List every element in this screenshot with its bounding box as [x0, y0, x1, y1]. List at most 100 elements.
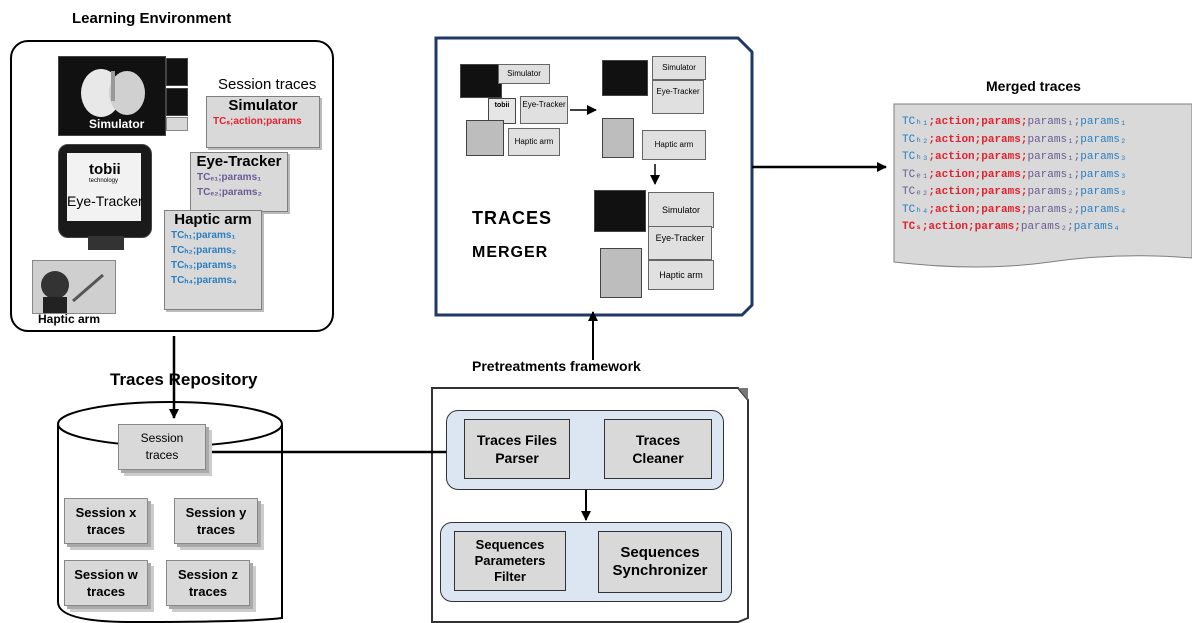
merged-line-action: ;action; — [928, 168, 982, 181]
mini-eye-doc-3: Eye-Tracker — [648, 226, 712, 260]
merged-line-params-red: params — [981, 186, 1021, 198]
merged-line-action: ;action; — [928, 151, 982, 163]
merged-line: TCₕ₁;action;params;params₁;params₁ — [894, 114, 1192, 132]
haptic-doc-line: TCₕ₃;params₃ — [171, 260, 237, 271]
merged-line-sep: ; — [1020, 186, 1028, 198]
merged-line-tc: TCₕ₂ — [902, 133, 929, 146]
merged-line-action: ;action; — [928, 116, 982, 128]
merged-line-action: ;action; — [928, 203, 982, 216]
session-traces-label: Session traces — [218, 76, 317, 93]
merged-line-action: ;action; — [928, 133, 982, 146]
lung-icon — [81, 69, 145, 117]
merged-line-sep: ; — [1020, 168, 1028, 181]
simulator-doc-title: Simulator — [228, 97, 298, 114]
merged-line-params-red: params — [981, 151, 1021, 163]
eyetracker-doc-title: Eye-Tracker — [196, 153, 282, 170]
simulator-doc-line: TCₛ;action;params — [213, 116, 302, 127]
mini-haptic-image-2 — [602, 118, 634, 158]
haptic-doc-line: TCₕ₂;params₂ — [171, 245, 237, 256]
framework-shadow — [738, 388, 748, 400]
mini-eye-doc-2: Eye-Tracker — [652, 80, 704, 114]
merged-line-sep2: ; — [1073, 168, 1081, 181]
merged-line: TCₕ₃;action;params;params₁;params₃ — [894, 149, 1192, 167]
merged-line-action: ;action; — [921, 221, 975, 233]
merged-line-p1: params₁ — [1027, 168, 1074, 181]
merged-line-sep2: ; — [1073, 133, 1081, 146]
eyetracker-doc-line: TCₑ₁;params₁ — [197, 172, 262, 183]
mini-simulator-image-3 — [594, 190, 646, 232]
merger-title-1: TRACES — [472, 208, 553, 228]
haptic-doc: Haptic arm TCₕ₁;params₁ TCₕ₂;params₂ TCₕ… — [164, 210, 262, 310]
haptic-image — [32, 260, 116, 314]
merged-line: TCₛ;action;params;params₂;params₄ — [894, 219, 1192, 237]
simulator-thumb-1 — [166, 58, 188, 86]
framework-title: Pretreatments framework — [472, 358, 641, 374]
merged-line: TCₑ₂;action;params;params₂;params₃ — [894, 184, 1192, 202]
merged-line-params-red: params — [981, 168, 1021, 181]
mini-haptic-doc-3: Haptic arm — [648, 260, 714, 290]
mini-simulator-image — [460, 64, 502, 98]
current-session-doc: Session traces — [118, 424, 206, 470]
simulator-doc: Simulator TCₛ;action;params — [206, 96, 320, 148]
tobii-sub: technology — [89, 178, 119, 184]
merged-line: TCₑ₁;action;params;params₁;params₃ — [894, 167, 1192, 185]
merged-line: TCₕ₂;action;params;params₁;params₂ — [894, 132, 1192, 150]
filter-box: Sequences Parameters Filter — [454, 531, 566, 591]
session-label-x: Session x traces — [75, 505, 137, 537]
haptic-doc-title: Haptic arm — [174, 211, 252, 228]
merged-line-sep: ; — [1020, 203, 1028, 216]
mini-simulator-doc-3: Simulator — [648, 192, 714, 228]
parser-box: Traces Files Parser — [464, 419, 570, 479]
eyetracker-doc: Eye-Tracker TCₑ₁;params₁ TCₑ₂;params₂ — [190, 152, 288, 212]
synchronizer-box: Sequences Synchronizer — [598, 531, 722, 593]
merged-line-sep2: ; — [1073, 116, 1081, 128]
merged-line-p2: params₄ — [1073, 221, 1120, 233]
merged-line-p1: params₂ — [1027, 186, 1074, 198]
merged-line-tc: TCₕ₃ — [902, 151, 929, 163]
mini-haptic-doc-2: Haptic arm — [642, 130, 706, 160]
merged-line-p1: params₁ — [1027, 133, 1074, 146]
simulator-thumb-2 — [166, 88, 188, 116]
merged-line-p2: params₃ — [1080, 186, 1127, 198]
simulator-thumb-3 — [166, 117, 188, 131]
current-session-label: Session traces — [140, 431, 184, 462]
merged-line-sep: ; — [1020, 151, 1028, 163]
session-doc-z: Session z traces — [166, 560, 250, 606]
merged-doc — [893, 103, 1192, 268]
merged-line-sep2: ; — [1067, 221, 1074, 233]
eyetracker-image-label: Eye-Tracker — [67, 193, 143, 209]
merged-line-p2: params₁ — [1080, 116, 1127, 128]
session-doc-x: Session x traces — [64, 498, 148, 544]
merged-line-params-red: params — [974, 221, 1015, 233]
mini-simulator-image-2 — [602, 60, 648, 96]
session-label-y: Session y traces — [185, 505, 247, 537]
haptic-doc-line: TCₕ₁;params₁ — [171, 230, 236, 241]
merged-line-p1: params₁ — [1027, 116, 1074, 128]
mini-simulator-doc: Simulator — [498, 64, 550, 84]
simulator-image: Simulator — [58, 56, 166, 136]
merged-line-p2: params₃ — [1080, 168, 1127, 181]
session-label-z: Session z traces — [178, 567, 238, 599]
monitor-stand — [88, 236, 124, 250]
merged-line-p1: params₂ — [1020, 221, 1068, 233]
merged-line-params-red: params — [981, 116, 1021, 128]
merged-line-tc: TCₛ — [902, 221, 922, 233]
session-doc-w: Session w traces — [64, 560, 148, 606]
merged-line-tc: TCₕ₁ — [902, 116, 929, 128]
tobii-brand: tobii — [89, 161, 121, 178]
merged-line-params-red: params — [981, 203, 1021, 216]
eyetracker-image: tobii technology Eye-Tracker — [58, 144, 152, 238]
repository-title: Traces Repository — [110, 370, 258, 389]
merged-line-params-red: params — [981, 133, 1021, 146]
merged-line-sep: ; — [1020, 133, 1028, 146]
merged-line-sep: ; — [1014, 221, 1021, 233]
merged-line-p2: params₃ — [1080, 151, 1127, 163]
merged-line-p2: params₂ — [1080, 133, 1127, 146]
merged-line-p1: params₂ — [1027, 203, 1074, 216]
haptic-image-label: Haptic arm — [38, 312, 101, 326]
merged-line-sep2: ; — [1073, 151, 1081, 163]
eyetracker-doc-line: TCₑ₂;params₂ — [197, 187, 262, 198]
mini-haptic-image-3 — [600, 248, 642, 298]
merged-line-tc: TCₑ₁ — [902, 168, 929, 181]
